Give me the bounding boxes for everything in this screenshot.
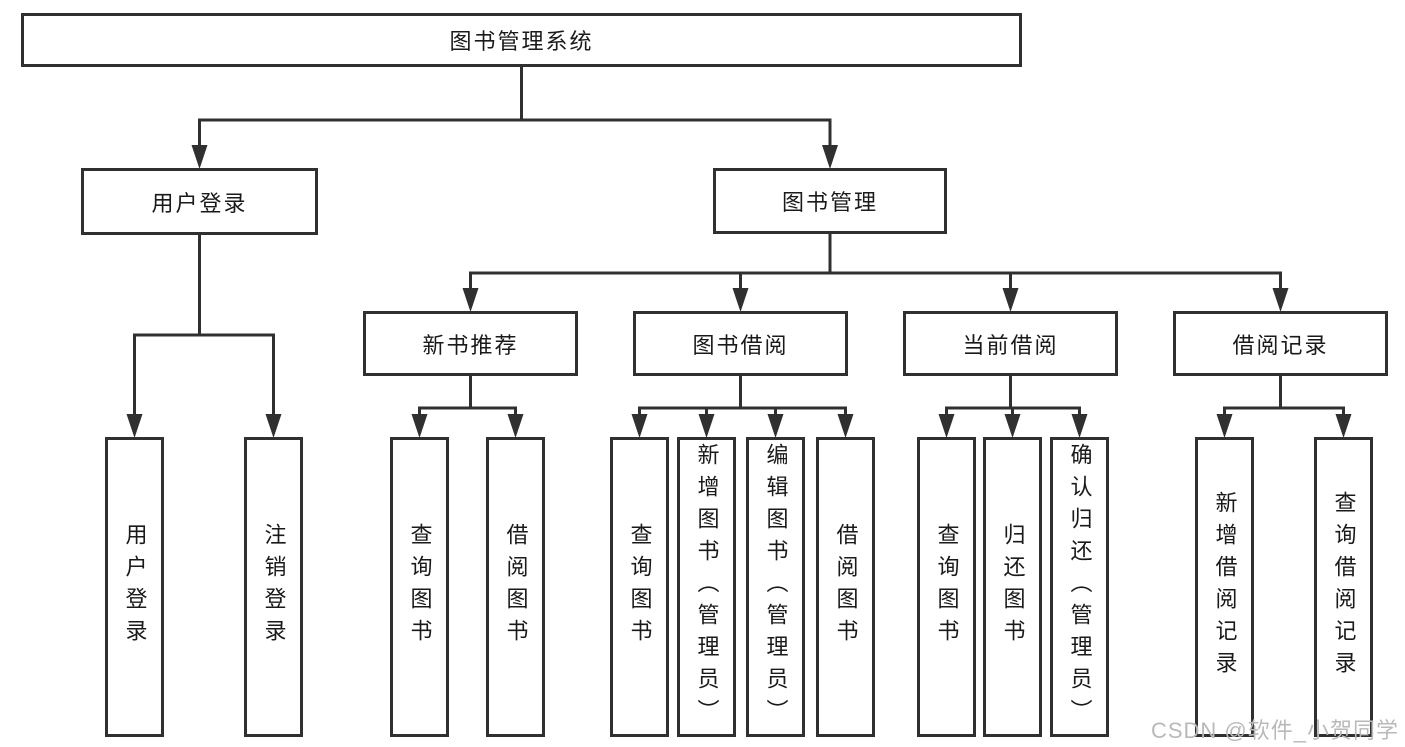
leaf-query-books-3: 查询图书 <box>917 437 976 737</box>
node-label: 图书管理系统 <box>449 29 594 54</box>
arrowhead-icon <box>1071 414 1088 438</box>
node-label: 当前借阅 <box>962 332 1059 358</box>
leaf-query-books-2: 查询图书 <box>610 437 669 737</box>
arrowhead-icon <box>938 414 955 438</box>
node-label: 新书推荐 <box>422 332 519 358</box>
leaf-query-books-1: 查询图书 <box>390 437 449 737</box>
arrowhead-icon <box>822 145 838 169</box>
node-label: 图书借阅 <box>692 332 789 358</box>
arrowhead-icon <box>1335 414 1352 438</box>
leaf-label: 用户登录 <box>122 523 148 651</box>
leaf-borrow-books-1: 借阅图书 <box>486 437 545 737</box>
leaf-label: 借阅图书 <box>833 523 859 651</box>
arrowhead-icon <box>191 145 208 169</box>
leaf-label: 查询图书 <box>627 523 653 651</box>
node-current-borrowing: 当前借阅 <box>903 311 1118 376</box>
leaf-user-login: 用户登录 <box>105 437 164 737</box>
leaf-label: 查询借阅记录 <box>1331 491 1357 683</box>
arrowhead-icon <box>732 288 749 312</box>
node-book-management: 图书管理 <box>713 168 947 234</box>
node-library-management-system: 图书管理系统 <box>21 13 1022 67</box>
node-label: 图书管理 <box>781 190 878 215</box>
leaf-label: 查询图书 <box>407 523 433 651</box>
leaf-label: 编辑图书（管理员） <box>763 443 789 731</box>
leaf-label: 借阅图书 <box>503 523 529 651</box>
leaf-logout: 注销登录 <box>244 437 303 737</box>
leaf-confirm-return-admin: 确认归还（管理员） <box>1050 437 1109 737</box>
leaf-add-books-admin: 新增图书（管理员） <box>677 437 736 737</box>
arrowhead-icon <box>767 414 784 438</box>
leaf-edit-books-admin: 编辑图书（管理员） <box>746 437 805 737</box>
arrowhead-icon <box>1004 414 1021 438</box>
leaf-label: 查询图书 <box>934 523 960 651</box>
leaf-query-borrow-record: 查询借阅记录 <box>1314 437 1373 737</box>
arrowhead-icon <box>265 414 282 438</box>
node-label: 用户登录 <box>151 190 248 216</box>
arrowhead-icon <box>1216 414 1233 438</box>
arrowhead-icon <box>411 414 428 438</box>
arrowhead-icon <box>631 414 648 438</box>
arrowhead-icon <box>837 414 854 438</box>
leaf-add-borrow-record: 新增借阅记录 <box>1195 437 1254 737</box>
leaf-label: 新增借阅记录 <box>1212 491 1238 683</box>
leaf-label: 注销登录 <box>261 523 287 651</box>
leaf-label: 归还图书 <box>1000 523 1026 651</box>
arrowhead-icon <box>698 414 715 438</box>
arrowhead-icon <box>507 414 524 438</box>
csdn-watermark: CSDN @软件_小贺同学 <box>1150 718 1399 743</box>
leaf-label: 新增图书（管理员） <box>694 443 720 731</box>
arrowhead-icon <box>126 414 143 438</box>
leaf-return-books: 归还图书 <box>983 437 1042 737</box>
leaf-borrow-books-2: 借阅图书 <box>816 437 875 737</box>
node-user-login: 用户登录 <box>81 168 318 235</box>
arrowhead-icon <box>1272 288 1289 312</box>
arrowhead-icon <box>1002 288 1019 312</box>
node-label: 借阅记录 <box>1232 332 1329 358</box>
arrowhead-icon <box>462 288 479 312</box>
node-new-book-recommend: 新书推荐 <box>363 311 578 376</box>
leaf-label: 确认归还（管理员） <box>1067 443 1093 731</box>
node-book-borrowing: 图书借阅 <box>633 311 848 376</box>
node-borrowing-records: 借阅记录 <box>1173 311 1388 376</box>
